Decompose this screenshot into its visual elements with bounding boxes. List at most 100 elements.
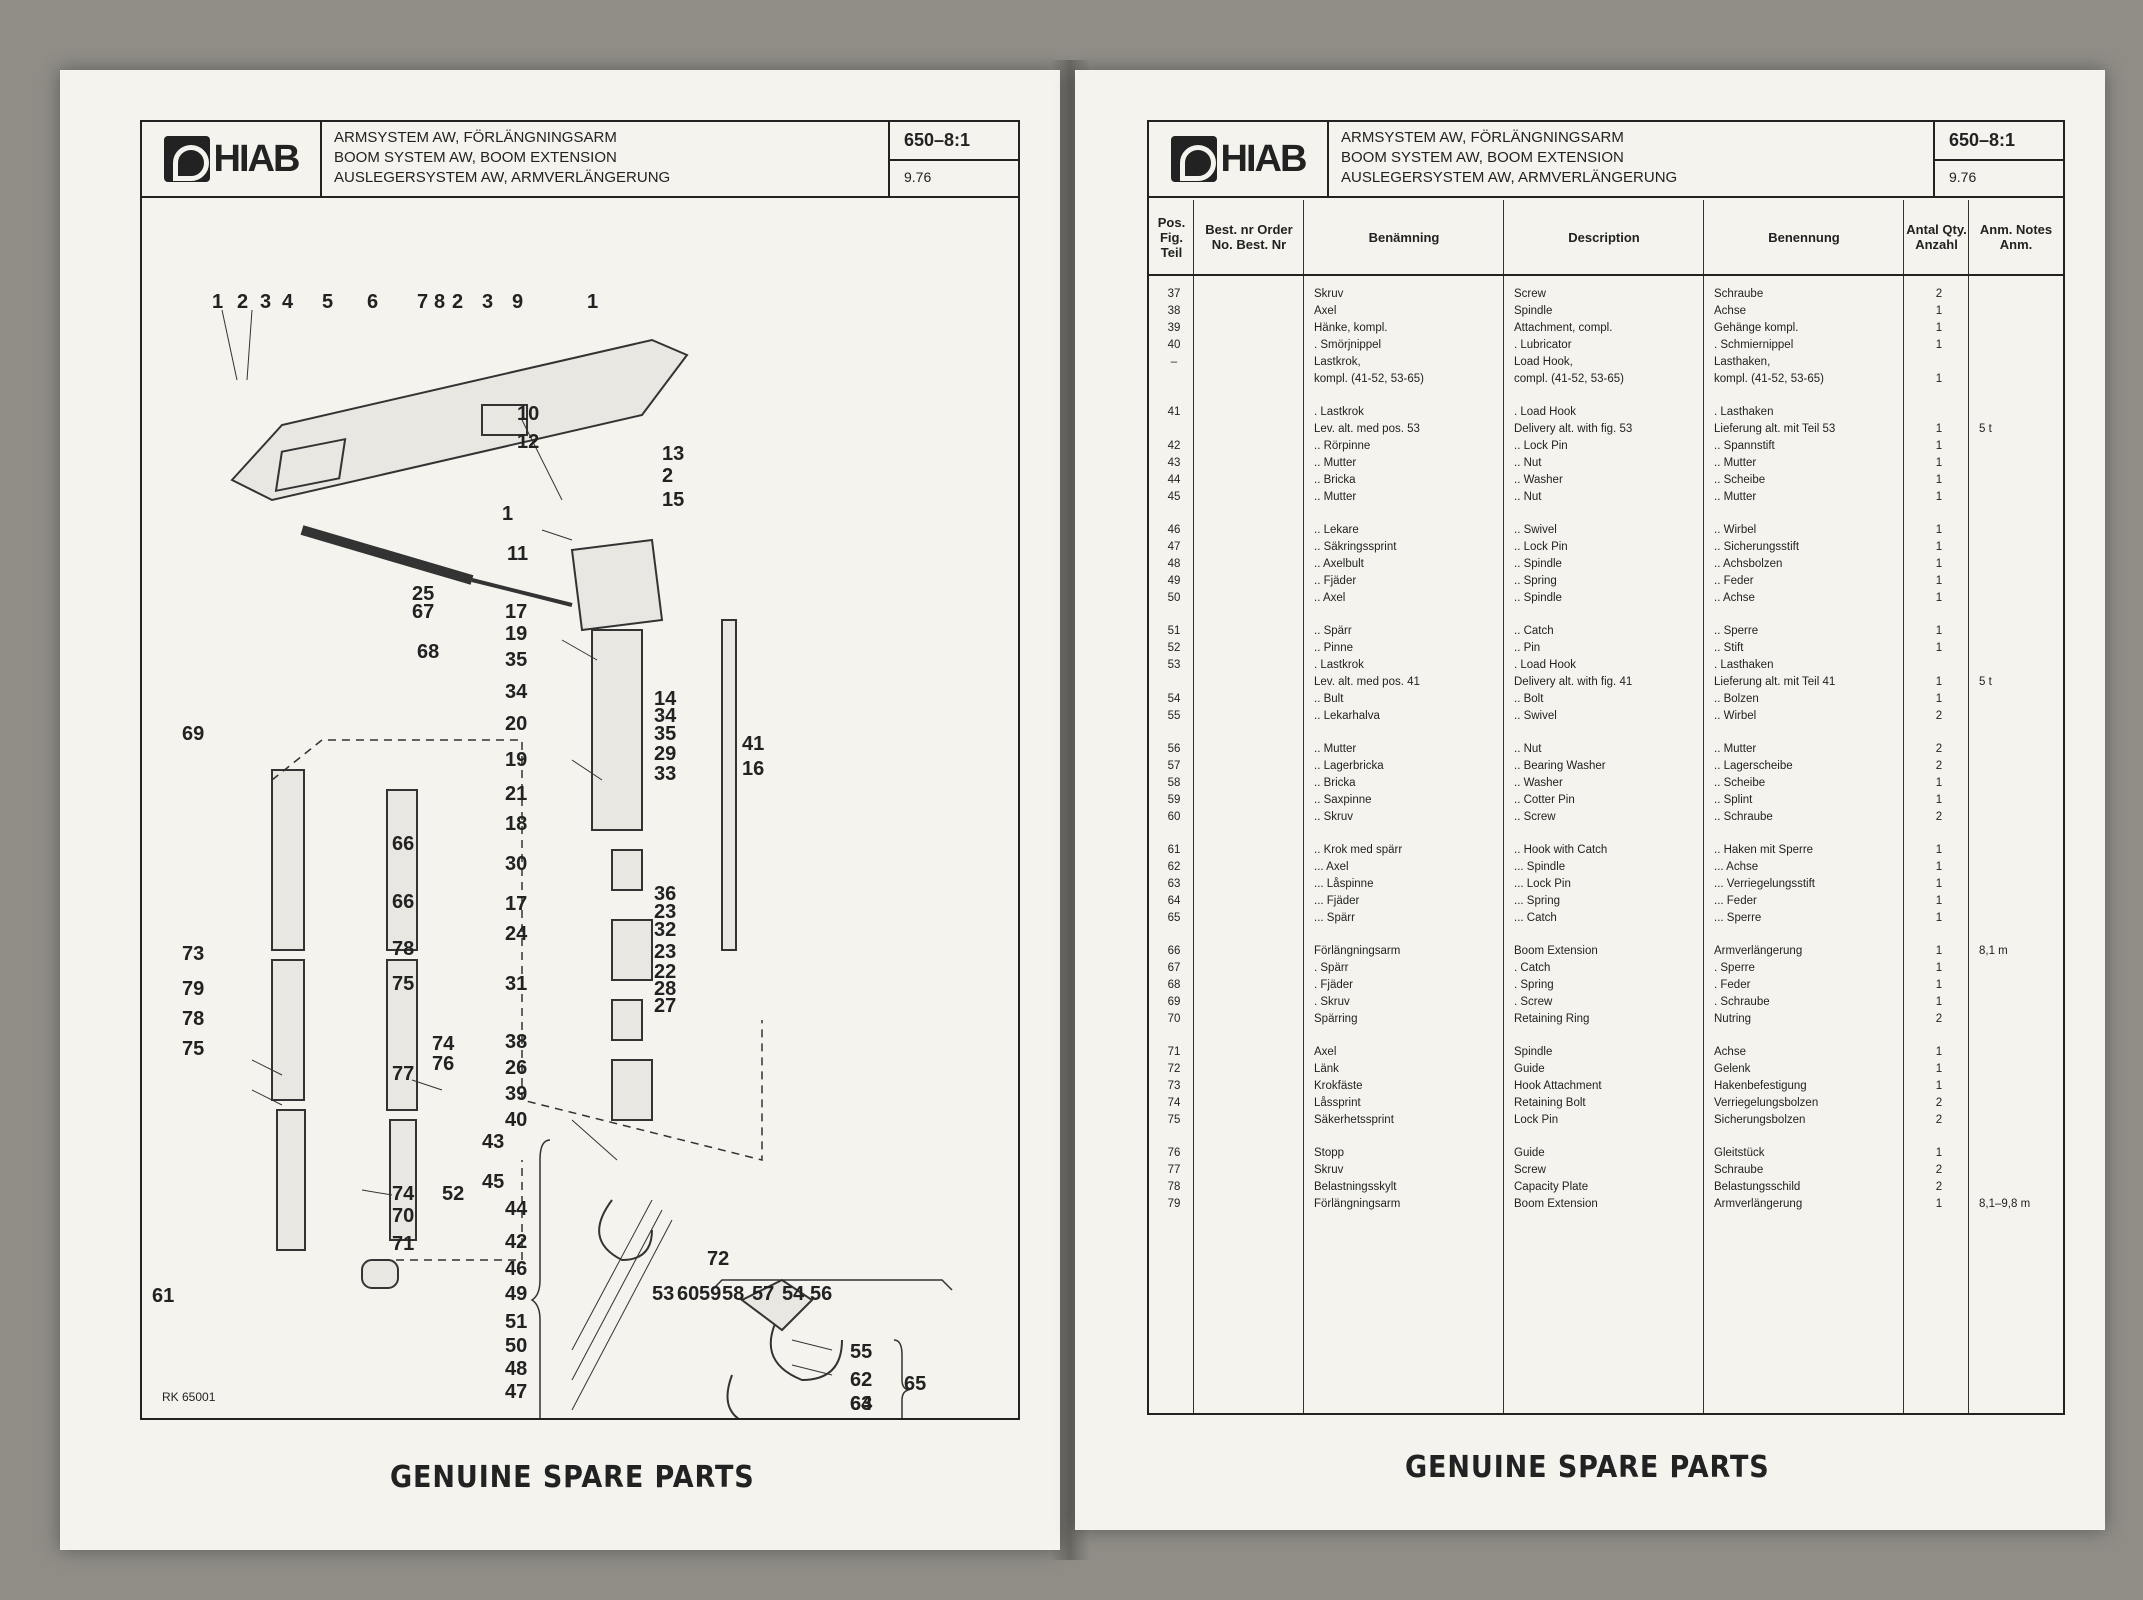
- hiab-logo-icon: [1170, 136, 1217, 182]
- callout-number: 63: [850, 1393, 872, 1415]
- cell-qty: 1: [1935, 592, 1943, 604]
- post-block-1: [611, 849, 643, 891]
- callout-number: 17: [505, 601, 527, 623]
- cell-sv: .. Axelbult: [1314, 558, 1364, 570]
- cell-de: .. Bolzen: [1714, 693, 1759, 705]
- cell-en: .. Catch: [1514, 625, 1554, 637]
- cell-sv: .. Spärr: [1314, 625, 1352, 637]
- callout-number: 62: [850, 1369, 872, 1391]
- cell-qty: 1: [1935, 524, 1943, 536]
- title-sv: ARMSYSTEM AW, FÖRLÄNGNINGSARM: [1341, 129, 1624, 146]
- cell-pos: 47: [1167, 541, 1181, 553]
- cell-pos: 45: [1167, 491, 1181, 503]
- parts-table: Pos. Fig. Teil Best. nr Order No. Best. …: [1149, 200, 2063, 1413]
- callout-number: 55: [850, 1341, 872, 1363]
- cell-qty: 1: [1935, 777, 1943, 789]
- logo-text: HIAB: [213, 137, 301, 180]
- callout-number: 18: [505, 813, 527, 835]
- cell-qty: 1: [1935, 979, 1943, 991]
- cell-pos: 69: [1167, 996, 1181, 1008]
- cell-en: .. Nut: [1514, 457, 1542, 469]
- cell-sv: .. Bult: [1314, 693, 1344, 705]
- right-header-titles: ARMSYSTEM AW, FÖRLÄNGNINGSARM BOOM SYSTE…: [1329, 122, 1933, 196]
- cell-sv: .. Bricka: [1314, 777, 1356, 789]
- cell-pos: 50: [1167, 592, 1181, 604]
- cell-en: compl. (41-52, 53-65): [1514, 373, 1624, 385]
- cell-sv: Hänke, kompl.: [1314, 322, 1388, 334]
- callout-number: 7: [417, 291, 428, 313]
- callout-number: 79: [182, 978, 204, 1000]
- cell-en: .. Spindle: [1514, 592, 1562, 604]
- cell-pos: 60: [1167, 811, 1181, 823]
- cell-sv: .. Mutter: [1314, 457, 1357, 469]
- cell-de: Armverlängerung: [1714, 1198, 1803, 1210]
- header-en: Description: [1504, 200, 1704, 276]
- callout-number: 56: [810, 1283, 832, 1305]
- cell-sv: .. Mutter: [1314, 491, 1357, 503]
- catch-shape: [726, 1374, 740, 1418]
- cell-de: .. Mutter: [1714, 457, 1757, 469]
- callout-number: 78: [392, 938, 414, 960]
- title-sv: ARMSYSTEM AW, FÖRLÄNGNINGSARM: [334, 129, 617, 146]
- callout-number: 66: [392, 833, 414, 855]
- cell-en: . Spring: [1514, 979, 1554, 991]
- cell-qty: 1: [1935, 322, 1943, 334]
- callout-number: 64: [850, 1393, 873, 1415]
- cell-qty: 1: [1935, 642, 1943, 654]
- right-page: HIAB ARMSYSTEM AW, FÖRLÄNGNINGSARM BOOM …: [1075, 70, 2105, 1530]
- cell-pos: 76: [1167, 1147, 1181, 1159]
- callout-number: 15: [662, 489, 684, 511]
- callout-number: 29: [654, 743, 676, 765]
- header-sv: Benämning: [1304, 200, 1504, 276]
- cell-sv: . Lastkrok: [1314, 659, 1364, 671]
- cylinder-rod: [300, 525, 474, 585]
- extension-segment-4: [386, 789, 418, 951]
- callout-number: 39: [505, 1083, 527, 1105]
- callout-number: 1: [587, 291, 598, 313]
- left-page-frame: HIAB ARMSYSTEM AW, FÖRLÄNGNINGSARM BOOM …: [140, 120, 1020, 1420]
- leader-lines: [221, 309, 833, 1411]
- cell-pos: 72: [1167, 1063, 1181, 1075]
- callout-number: 57: [752, 1283, 774, 1305]
- cell-pos: 74: [1167, 1097, 1181, 1109]
- header-qty: Antal Qty. Anzahl: [1904, 200, 1969, 276]
- right-footer: GENUINE SPARE PARTS: [1405, 1450, 1770, 1485]
- callout-number: 77: [392, 1063, 414, 1085]
- cell-pos: 58: [1167, 777, 1181, 789]
- cell-sv: .. Krok med spärr: [1314, 844, 1403, 856]
- callout-number: 78: [182, 1008, 204, 1030]
- callout-number: 50: [505, 1335, 527, 1357]
- cell-en: .. Washer: [1514, 777, 1563, 789]
- cell-pos: 68: [1167, 979, 1181, 991]
- cell-pos: 38: [1167, 305, 1181, 317]
- cell-qty: 1: [1935, 373, 1943, 385]
- cell-de: Belastungsschild: [1714, 1181, 1801, 1193]
- cell-pos: 77: [1167, 1164, 1181, 1176]
- post-upper-bracket: [570, 538, 664, 632]
- callout-number: 25: [412, 583, 434, 605]
- cell-pos: 44: [1167, 474, 1181, 486]
- callout-number: 74: [432, 1033, 455, 1055]
- header-order: Best. nr Order No. Best. Nr: [1194, 200, 1304, 276]
- cell-qty: 1: [1935, 945, 1943, 957]
- cell-pos: 49: [1167, 575, 1181, 587]
- callout-number: 10: [517, 403, 539, 425]
- page-date: 9.76: [1949, 169, 1977, 185]
- cell-de: Achse: [1714, 305, 1746, 317]
- cell-en: Lock Pin: [1514, 1114, 1559, 1126]
- cell-sv: Förlängningsarm: [1314, 1198, 1401, 1210]
- cell-de: Lasthaken,: [1714, 356, 1771, 368]
- brace-41: [530, 1139, 551, 1418]
- cell-en: .. Bolt: [1514, 693, 1544, 705]
